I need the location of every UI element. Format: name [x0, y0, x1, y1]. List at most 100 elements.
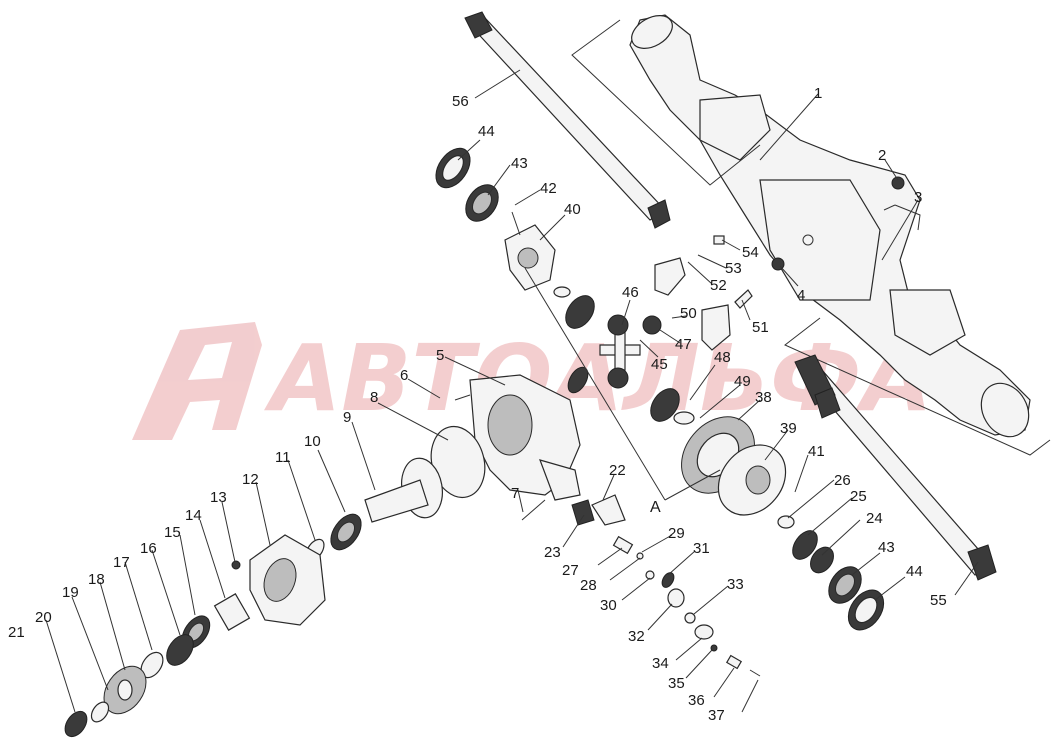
screw-37: [749, 669, 761, 677]
bracket-56: [571, 19, 761, 186]
label-26: 26: [834, 472, 851, 489]
bolt-13: [231, 560, 241, 570]
label-18: 18: [88, 571, 105, 588]
cylinder-34: [694, 624, 714, 640]
block-54: [713, 235, 725, 245]
label-5: 5: [436, 347, 444, 364]
label-51: 51: [752, 319, 769, 336]
gear-48: [650, 388, 680, 422]
watermark-text: АВТОАЛЬФА: [264, 325, 932, 432]
label-30: 30: [600, 597, 617, 614]
gear-25: [792, 530, 818, 560]
label-33: 33: [727, 576, 744, 593]
label-24: 24: [866, 510, 883, 527]
label-19: 19: [62, 584, 79, 601]
pipe-3: [883, 204, 921, 231]
label-47: 47: [675, 336, 692, 353]
label-49: 49: [734, 373, 751, 390]
label-16: 16: [140, 540, 157, 557]
sleeve-14: [213, 593, 251, 631]
diff-case-40: [504, 224, 556, 291]
bolt-42: [511, 211, 521, 236]
gear-24: [810, 546, 834, 574]
label-12: 12: [242, 471, 259, 488]
label-8: 8: [370, 389, 378, 406]
label-39: 39: [780, 420, 797, 437]
label-A: A: [650, 499, 661, 516]
half-shaft-55: [794, 354, 997, 581]
washer-30: [645, 570, 655, 580]
label-9: 9: [343, 409, 351, 426]
label-31: 31: [693, 540, 710, 557]
leader-lines: [45, 69, 979, 713]
label-41: 41: [808, 443, 825, 460]
ring-31: [661, 572, 675, 588]
axle-housing: [629, 14, 1031, 438]
spring-23: [571, 499, 595, 526]
label-25: 25: [850, 488, 867, 505]
watermark-logo: [132, 322, 262, 440]
nut-21: [64, 710, 88, 738]
washer-20: [90, 701, 110, 723]
label-13: 13: [210, 489, 227, 506]
bolt-7: [521, 499, 546, 521]
carrier-housing-5: [469, 374, 581, 501]
axis-line-a: [524, 267, 666, 501]
label-27: 27: [562, 562, 579, 579]
label-35: 35: [668, 675, 685, 692]
label-2: 2: [878, 147, 886, 164]
label-10: 10: [304, 433, 321, 450]
label-48: 48: [714, 349, 731, 366]
label-53: 53: [725, 260, 742, 277]
label-54: 54: [742, 244, 759, 261]
label-14: 14: [185, 507, 202, 524]
washer-26: [777, 515, 795, 529]
label-1: 1: [814, 85, 822, 102]
label-34: 34: [652, 655, 669, 672]
label-44a: 44: [478, 123, 495, 140]
part-labels: 1 2 3 4 5 6 7 8 9 10 11 12 13 14 15 16 1…: [8, 85, 947, 724]
bearing-16: [166, 634, 194, 666]
label-6: 6: [400, 367, 408, 384]
label-20: 20: [35, 609, 52, 626]
half-shaft-56: [464, 11, 671, 229]
label-55: 55: [930, 592, 947, 609]
label-46: 46: [622, 284, 639, 301]
ring-29: [636, 552, 644, 560]
label-4: 4: [797, 287, 805, 304]
label-52: 52: [710, 277, 727, 294]
label-50: 50: [680, 305, 697, 322]
label-43b: 43: [878, 539, 895, 556]
label-38: 38: [755, 389, 772, 406]
switch-36: [725, 654, 743, 670]
washer-49: [673, 411, 695, 425]
flange-18: [103, 665, 147, 715]
fork-22: [591, 494, 626, 526]
label-7: 7: [511, 485, 519, 502]
label-22: 22: [609, 462, 626, 479]
side-gear: [565, 295, 595, 329]
label-36: 36: [688, 692, 705, 709]
label-56: 56: [452, 93, 469, 110]
ring-33: [684, 612, 696, 624]
drive-pinion-9: [364, 457, 443, 523]
label-11: 11: [275, 449, 291, 466]
label-45: 45: [651, 356, 668, 373]
label-21: 21: [8, 624, 25, 641]
label-28: 28: [580, 577, 597, 594]
bearing-cage-12: [249, 534, 326, 626]
fork-52: [654, 257, 686, 296]
fork-47: [701, 304, 731, 351]
label-17: 17: [113, 554, 130, 571]
label-37: 37: [708, 707, 725, 724]
nut-2: [891, 176, 905, 190]
label-3: 3: [914, 189, 922, 206]
cover-32: [667, 588, 685, 608]
label-15: 15: [164, 524, 181, 541]
label-44b: 44: [906, 563, 923, 580]
spider-46: [599, 314, 662, 389]
bolt-6: [454, 394, 471, 401]
label-32: 32: [628, 628, 645, 645]
